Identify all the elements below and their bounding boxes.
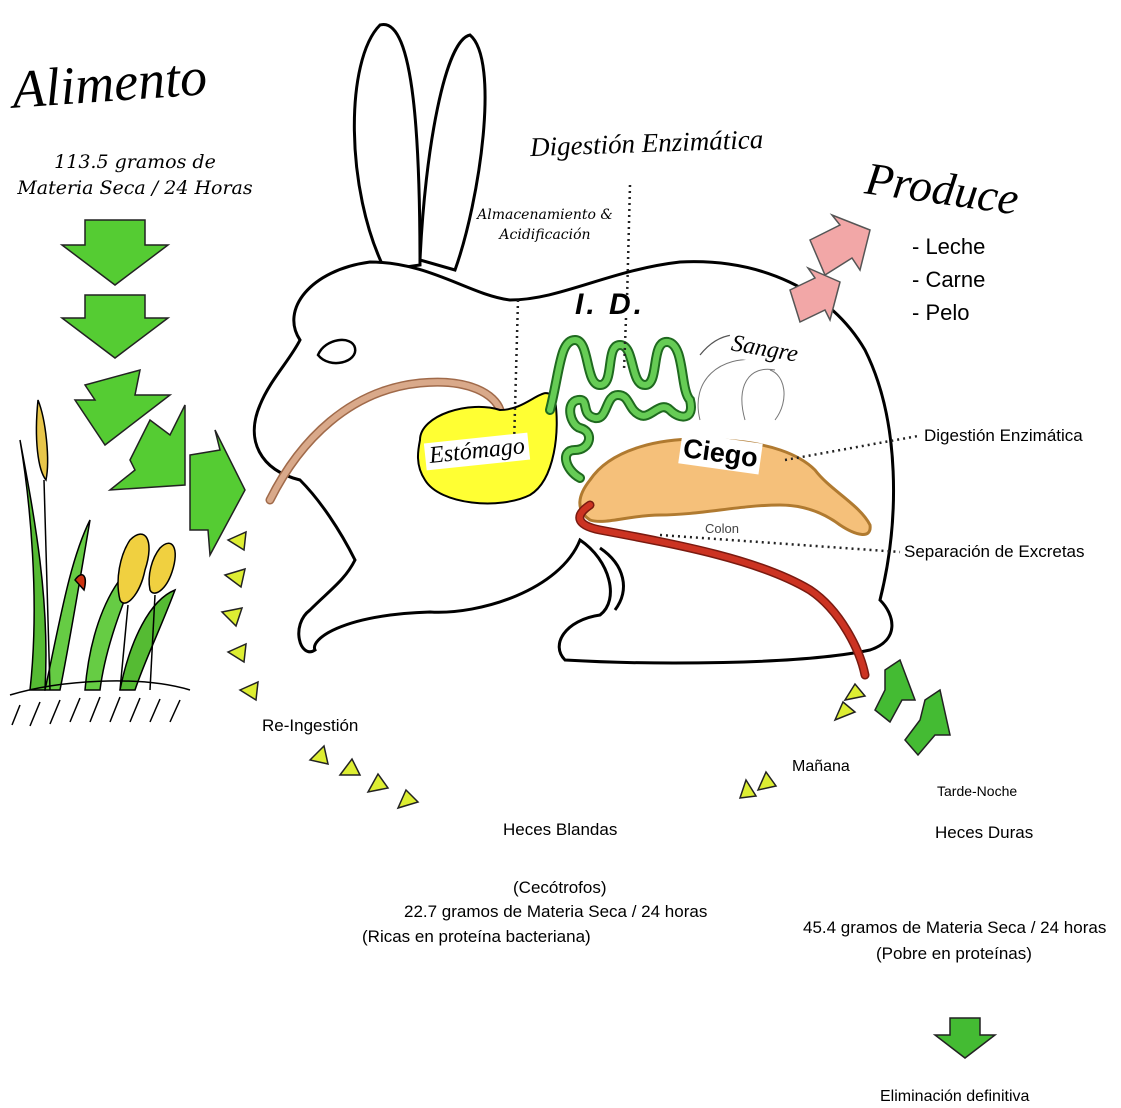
hard-feces-note: (Pobre en proteínas): [876, 944, 1032, 964]
hard-feces-amount: 45.4 gramos de Materia Seca / 24 horas: [803, 918, 1106, 938]
produce-arrow-1: [810, 215, 870, 275]
feces-arrow-1: [875, 660, 915, 722]
enzymatic-digestion-label: Digestión Enzimática: [924, 426, 1083, 446]
soft-feces-note: (Ricas en proteína bacteriana): [362, 927, 591, 947]
colon-label: Colon: [705, 521, 739, 536]
food-arrow-2: [62, 295, 168, 358]
food-arrow-1: [62, 220, 168, 285]
produce-list: - Leche - Carne - Pelo: [912, 230, 985, 329]
morning-label: Mañana: [792, 758, 850, 776]
reingestion-label: Re-Ingestión: [262, 716, 358, 736]
soft-feces-title: Heces Blandas: [503, 820, 617, 840]
hard-feces-title: Heces Duras: [935, 823, 1033, 843]
soft-feces-amount: 22.7 gramos de Materia Seca / 24 horas: [404, 902, 707, 922]
produce-item-milk: - Leche: [912, 230, 985, 263]
produce-item-meat: - Carne: [912, 263, 985, 296]
storage-label: Almacenamiento & Acidificación: [470, 206, 620, 245]
produce-item-fur: - Pelo: [912, 296, 985, 329]
evening-label: Tarde-Noche: [937, 783, 1017, 799]
food-amount: 113.5 gramos de Materia Seca / 24 Horas: [15, 150, 255, 201]
final-elimination-label: Eliminación definitiva: [880, 1088, 1029, 1106]
final-arrow: [935, 1018, 995, 1058]
excreta-separation-label: Separación de Excretas: [904, 542, 1085, 562]
small-intestine-label: I. D.: [575, 288, 645, 322]
soft-feces-cecotrophs: (Cecótrofos): [513, 878, 607, 898]
